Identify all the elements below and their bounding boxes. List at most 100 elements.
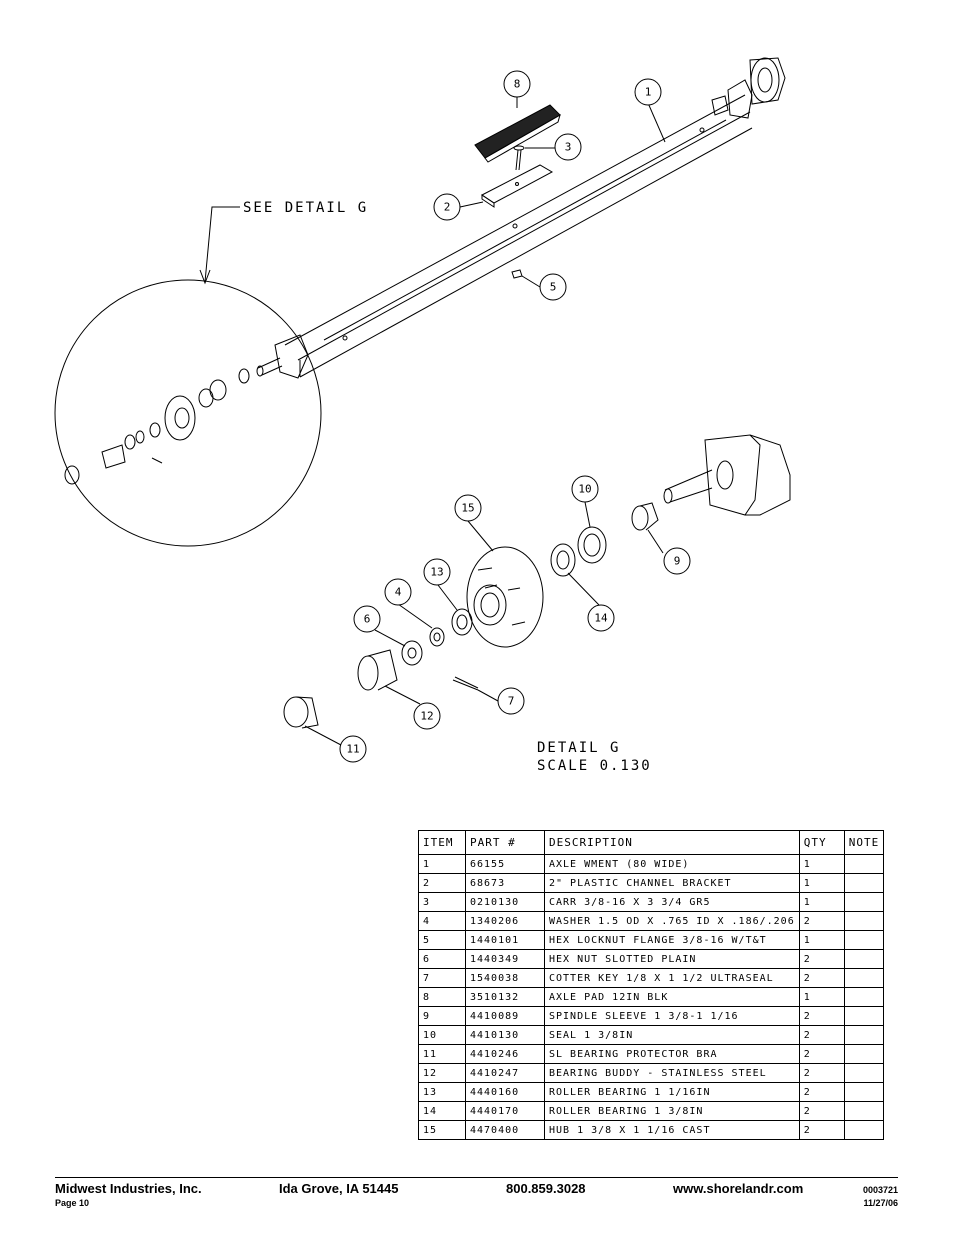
cell-item: 8	[418, 987, 466, 1007]
cell-part: 4470400	[465, 1120, 545, 1140]
axle-right-end	[711, 57, 786, 119]
cell-item: 5	[418, 930, 466, 950]
cell-description: AXLE WMENT (80 WIDE)	[544, 854, 800, 874]
axle-pad-part	[474, 104, 561, 163]
cell-qty: 2	[798, 911, 845, 931]
cell-qty: 2	[798, 1025, 845, 1045]
cell-item: 1	[418, 854, 466, 874]
cell-item: 13	[418, 1082, 466, 1102]
see-detail-leader	[204, 206, 240, 283]
cell-note	[843, 1101, 885, 1121]
detail-title: DETAIL G	[537, 740, 620, 756]
balloon-9: 9	[674, 555, 681, 568]
cotter-key-part	[452, 676, 479, 691]
balloon-4: 4	[395, 586, 402, 599]
cell-part: 1440349	[465, 949, 545, 969]
header-note: NOTE	[843, 830, 885, 855]
cell-note	[843, 892, 885, 912]
hub-part	[466, 546, 544, 648]
cell-note	[843, 1006, 885, 1026]
cell-part: 1540038	[465, 968, 545, 988]
axle-left-end	[256, 334, 309, 379]
carriage-bolt-part	[513, 145, 525, 171]
footer-phone: 800.859.3028	[506, 1181, 586, 1196]
header-description: DESCRIPTION	[544, 830, 800, 855]
cell-note	[843, 1044, 885, 1064]
cell-item: 4	[418, 911, 466, 931]
locknut-part	[511, 269, 523, 279]
cell-part: 68673	[465, 873, 545, 893]
cell-description: SPINDLE SLEEVE 1 3/8-1 1/16	[544, 1006, 800, 1026]
cell-description: HUB 1 3/8 X 1 1/16 CAST	[544, 1120, 800, 1140]
cell-qty: 2	[798, 1101, 845, 1121]
cell-part: 4410130	[465, 1025, 545, 1045]
cell-item: 3	[418, 892, 466, 912]
cell-description: BEARING BUDDY - STAINLESS STEEL	[544, 1063, 800, 1083]
cell-item: 6	[418, 949, 466, 969]
balloon-14: 14	[594, 612, 608, 625]
header-item: ITEM	[418, 830, 466, 855]
footer-page-number: Page 10	[55, 1198, 90, 1208]
balloon-15: 15	[461, 502, 474, 515]
cell-note	[843, 930, 885, 950]
footer-divider	[55, 1177, 898, 1178]
cell-part: 4440160	[465, 1082, 545, 1102]
cell-part: 4410246	[465, 1044, 545, 1064]
cell-note	[843, 1025, 885, 1045]
cell-qty: 1	[798, 892, 845, 912]
cell-qty: 1	[798, 873, 845, 893]
bearing-protector-part	[283, 696, 319, 729]
cell-qty: 1	[798, 930, 845, 950]
cell-qty: 2	[798, 1063, 845, 1083]
cell-description: HEX LOCKNUT FLANGE 3/8-16 W/T&T	[544, 930, 800, 950]
balloon-10: 10	[578, 483, 591, 496]
channel-bracket-part	[481, 164, 554, 208]
cell-description: SEAL 1 3/8IN	[544, 1025, 800, 1045]
cell-qty: 2	[798, 1044, 845, 1064]
cell-note	[843, 854, 885, 874]
balloon-7: 7	[508, 695, 515, 708]
footer-date: 11/27/06	[863, 1198, 898, 1208]
cell-description: WASHER 1.5 OD X .765 ID X .186/.206	[544, 911, 800, 931]
axle-beam	[284, 94, 753, 378]
cell-note	[843, 949, 885, 969]
balloon-2: 2	[444, 201, 451, 214]
footer-company: Midwest Industries, Inc.	[55, 1181, 202, 1196]
inner-bearing-part	[451, 608, 473, 636]
outer-bearing-part	[550, 543, 576, 577]
see-detail-callout: SEE DETAIL G	[243, 200, 368, 216]
cell-qty: 2	[798, 1082, 845, 1102]
balloon-3: 3	[565, 141, 572, 154]
cell-qty: 2	[798, 1006, 845, 1026]
cell-description: AXLE PAD 12IN BLK	[544, 987, 800, 1007]
balloon-5: 5	[550, 281, 557, 294]
balloon-8: 8	[514, 78, 521, 91]
cell-qty: 2	[798, 968, 845, 988]
cell-description: HEX NUT SLOTTED PLAIN	[544, 949, 800, 969]
slotted-nut-part	[401, 640, 423, 666]
bearing-buddy-part	[357, 649, 398, 691]
detail-spindle	[663, 434, 791, 516]
header-qty: QTY	[798, 830, 845, 855]
cell-item: 7	[418, 968, 466, 988]
footer-doc-number: 0003721	[862, 1185, 898, 1195]
cell-description: 2" PLASTIC CHANNEL BRACKET	[544, 873, 800, 893]
header-part-number: PART #	[465, 830, 545, 855]
table-header-row: ITEM PART # DESCRIPTION QTY NOTE	[418, 830, 885, 855]
cell-part: 66155	[465, 854, 545, 874]
footer-website[interactable]: www.shorelandr.com	[673, 1181, 804, 1196]
cell-qty: 1	[798, 854, 845, 874]
washer-part	[429, 627, 445, 647]
cell-qty: 1	[798, 987, 845, 1007]
